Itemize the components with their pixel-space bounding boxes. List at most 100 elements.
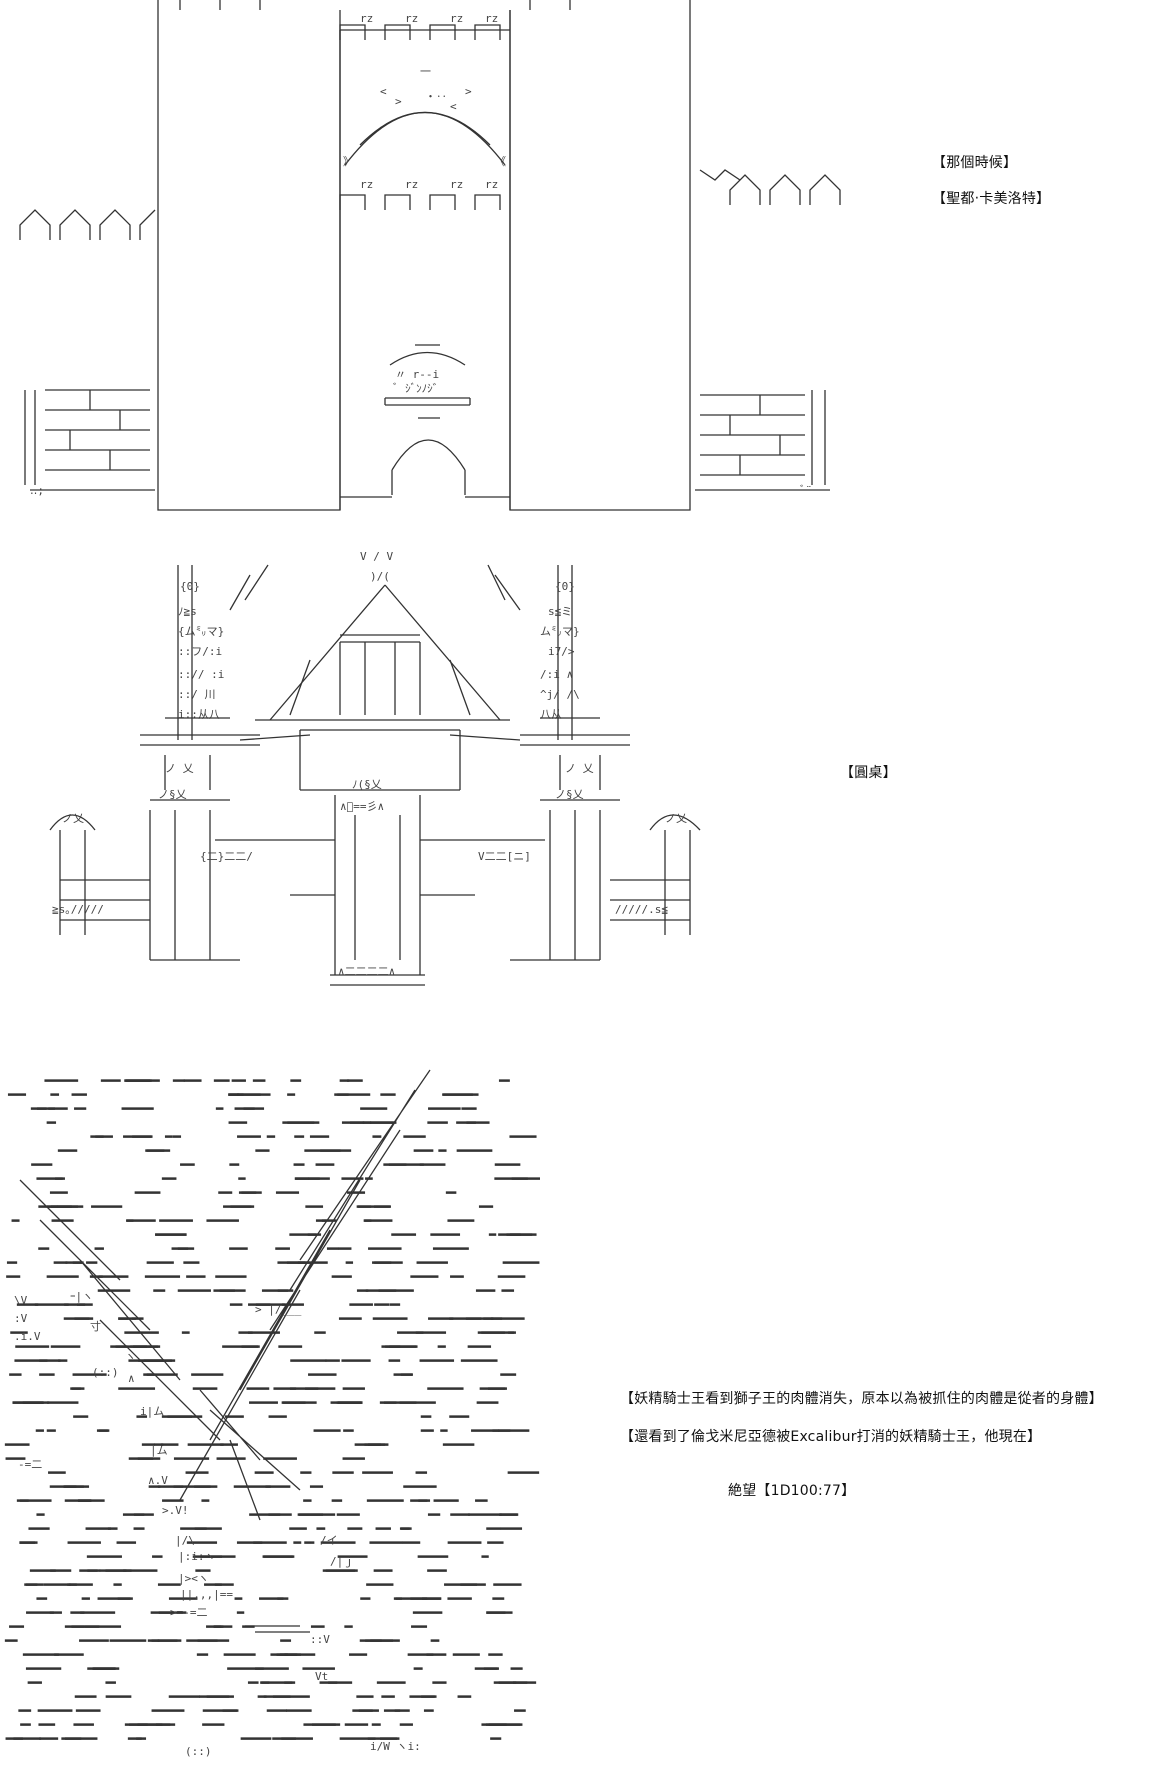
svg-text:<: < bbox=[380, 85, 387, 98]
texture-dash bbox=[394, 1709, 410, 1712]
texture-dash bbox=[447, 1541, 482, 1544]
svg-text:Vt: Vt bbox=[315, 1670, 328, 1683]
texture-dash bbox=[468, 1513, 502, 1516]
texture-dash bbox=[57, 1149, 78, 1152]
texture-dash bbox=[50, 1093, 60, 1096]
texture-dash bbox=[360, 1597, 371, 1600]
texture-dash bbox=[51, 1219, 74, 1222]
texture-dash bbox=[320, 1149, 352, 1152]
texture-dash bbox=[118, 1387, 156, 1390]
round-table-ascii-art: {0}ﾉ≧s{ム㍉マ} ::フ/:i::// :i::/ 川i::从八 ノ 乂 … bbox=[49, 550, 701, 986]
texture-dash bbox=[416, 1261, 448, 1264]
texture-dash bbox=[216, 1457, 246, 1460]
texture-dash bbox=[309, 1485, 324, 1488]
texture-dash bbox=[137, 1723, 171, 1726]
texture-dash bbox=[27, 1681, 42, 1684]
svg-text:/:i ∧: /:i ∧ bbox=[540, 668, 573, 681]
texture-dash bbox=[289, 1527, 307, 1530]
texture-dash bbox=[150, 1611, 187, 1614]
texture-dash bbox=[72, 1373, 107, 1376]
texture-dash bbox=[290, 1079, 302, 1082]
svg-text:{ム㍉マ}: {ム㍉マ} bbox=[178, 625, 224, 638]
texture-dash bbox=[338, 1247, 352, 1250]
texture-dash bbox=[145, 1149, 171, 1152]
texture-dash bbox=[94, 1247, 104, 1250]
texture-dash bbox=[148, 1485, 161, 1488]
texture-dash bbox=[109, 1639, 147, 1642]
texture-dash bbox=[124, 1079, 151, 1082]
texture-dash bbox=[236, 1611, 245, 1614]
texture-dash bbox=[477, 1331, 505, 1334]
texture-dash bbox=[155, 1233, 187, 1236]
texture-dash bbox=[410, 1499, 431, 1502]
svg-text:rz: rz bbox=[360, 178, 373, 191]
texture-dash bbox=[36, 1513, 45, 1516]
texture-dash bbox=[85, 1527, 111, 1530]
texture-dash bbox=[4, 1443, 30, 1446]
texture-dash bbox=[460, 1359, 498, 1362]
texture-dash bbox=[262, 1555, 293, 1558]
svg-text:> |/___: > |/___ bbox=[255, 1303, 302, 1316]
texture-dash bbox=[449, 1415, 470, 1418]
texture-dash bbox=[73, 1415, 89, 1418]
texture-dash bbox=[29, 1569, 56, 1572]
texture-dash bbox=[488, 1653, 503, 1656]
texture-dash bbox=[337, 1555, 368, 1558]
texture-dash bbox=[183, 1079, 202, 1082]
texture-dash bbox=[499, 1513, 519, 1516]
texture-dash bbox=[100, 1079, 121, 1082]
texture-dash bbox=[123, 1569, 158, 1572]
texture-dash bbox=[287, 1121, 315, 1124]
texture-dash bbox=[391, 1233, 417, 1236]
texture-dash bbox=[315, 1219, 327, 1222]
texture-dash bbox=[442, 1443, 475, 1446]
svg-text:八从: 八从 bbox=[540, 708, 562, 721]
texture-dash bbox=[379, 1401, 417, 1404]
texture-dash bbox=[58, 1359, 68, 1362]
texture-dash bbox=[310, 1625, 325, 1628]
texture-dash bbox=[281, 1401, 306, 1404]
texture-dash bbox=[427, 1569, 447, 1572]
texture-dash bbox=[50, 1345, 81, 1348]
svg-text:i|ム: i|ム bbox=[140, 1405, 164, 1418]
texture-dash bbox=[116, 1541, 137, 1544]
texture-dash bbox=[18, 1709, 32, 1712]
texture-dash bbox=[136, 1415, 148, 1418]
texture-dash bbox=[5, 1737, 42, 1740]
texture-dash bbox=[303, 1499, 312, 1502]
texture-dash bbox=[180, 1527, 207, 1530]
texture-dash bbox=[177, 1289, 211, 1292]
texture-dash bbox=[65, 1261, 83, 1264]
texture-dash bbox=[326, 1247, 339, 1250]
texture-dash bbox=[294, 1135, 305, 1138]
texture-dash bbox=[22, 1653, 59, 1656]
caption-despair-roll: 絶望【1D100:77】 bbox=[728, 1483, 856, 1499]
texture-dash bbox=[287, 1093, 296, 1096]
texture-dash bbox=[268, 1513, 292, 1516]
texture-dash bbox=[132, 1135, 152, 1138]
texture-dash bbox=[325, 1569, 358, 1572]
svg-text:rz: rz bbox=[360, 12, 373, 25]
texture-dash bbox=[237, 1135, 261, 1138]
svg-text:∧ﾞ==彡∧: ∧ﾞ==彡∧ bbox=[340, 800, 384, 813]
texture-dash bbox=[501, 1289, 515, 1292]
texture-dash bbox=[345, 1261, 354, 1264]
svg-text:ｰ|ヽ: ｰ|ヽ bbox=[70, 1290, 93, 1303]
texture-dash bbox=[67, 1541, 101, 1544]
texture-dash bbox=[154, 1443, 164, 1446]
svg-text:{0}: {0} bbox=[180, 580, 200, 593]
texture-dash bbox=[362, 1121, 394, 1124]
svg-text:|/\: |/\ bbox=[175, 1534, 195, 1547]
texture-dash bbox=[25, 1667, 62, 1670]
texture-dash bbox=[202, 1709, 238, 1712]
texture-dash bbox=[275, 1247, 290, 1250]
svg-text:\V: \V bbox=[14, 1294, 28, 1307]
texture-dash bbox=[314, 1331, 326, 1334]
texture-dash bbox=[234, 1597, 243, 1600]
texture-dash bbox=[388, 1359, 401, 1362]
texture-dash bbox=[26, 1611, 54, 1614]
svg-text:.i.V: .i.V bbox=[14, 1330, 41, 1343]
texture-dash bbox=[79, 1569, 101, 1572]
texture-dash bbox=[419, 1359, 455, 1362]
